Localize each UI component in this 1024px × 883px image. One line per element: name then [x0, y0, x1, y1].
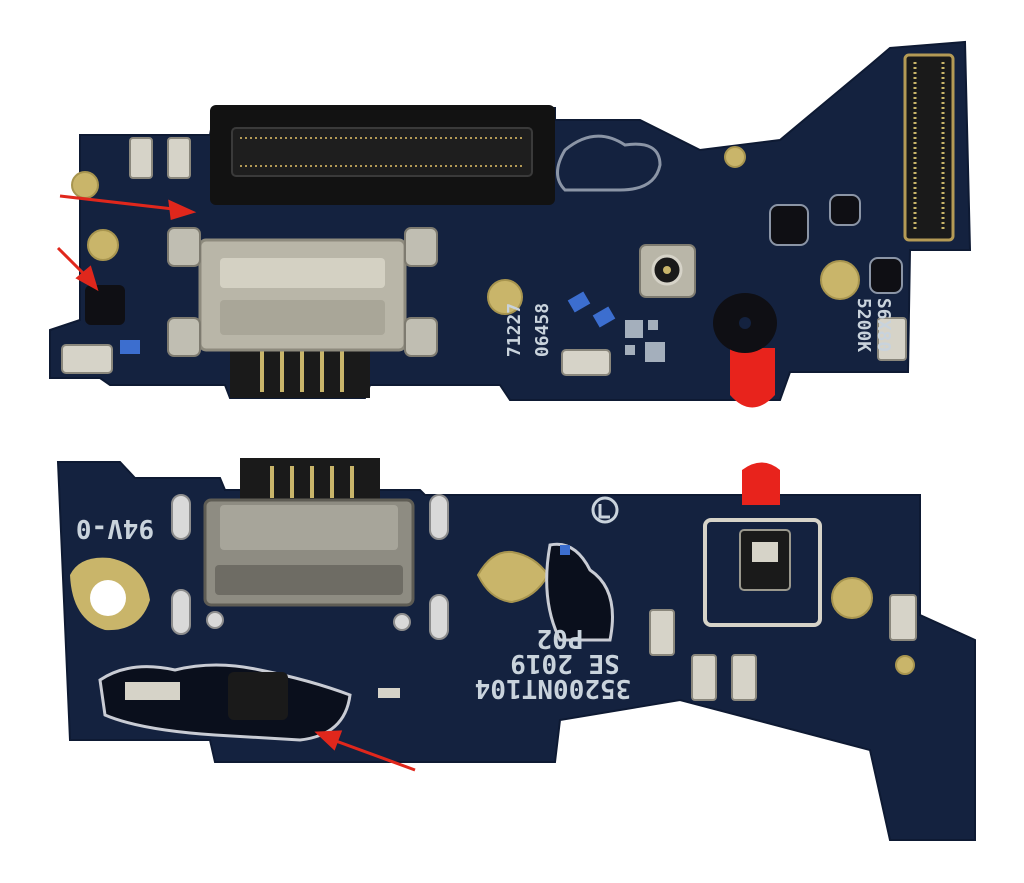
silk-rating: 94V-0 — [76, 513, 154, 543]
port-mount-tabs — [167, 227, 438, 357]
silk-code-b: 06458 — [532, 303, 553, 357]
red-arrow-pointer — [59, 194, 197, 220]
microphone-shield — [703, 518, 822, 627]
gold-test-pads — [71, 146, 860, 315]
rf-antenna-connector — [639, 244, 696, 298]
mic-seal-bottom — [742, 462, 780, 505]
bottom-board: 94V-0 P02 SE 2019 35200NT104 — [56, 458, 976, 841]
silk-part-number: 35200NT104 — [475, 673, 632, 703]
qr-mark — [625, 320, 665, 362]
red-arrow-pointer — [314, 730, 416, 772]
silk-part-a: 5200K — [853, 298, 874, 352]
mount-slots — [171, 494, 449, 640]
flex-connector — [903, 53, 955, 242]
contact-clips-bottom — [649, 594, 917, 701]
contact-clips — [61, 137, 907, 376]
manufacturer-logo — [591, 496, 619, 524]
silk-series: SE 2019 — [510, 648, 620, 678]
silk-revision: P02 — [537, 623, 584, 653]
smd-components — [85, 134, 903, 354]
mic-seal-top — [713, 293, 777, 408]
screw-hole — [70, 557, 150, 631]
smd-components-bottom — [125, 545, 570, 720]
top-board: 71227 06458 5200K S6X80 — [49, 40, 972, 408]
silk-code-a: 71227 — [504, 303, 525, 357]
red-arrow-pointer — [56, 246, 99, 292]
silk-part-b: S6X80 — [873, 298, 894, 352]
